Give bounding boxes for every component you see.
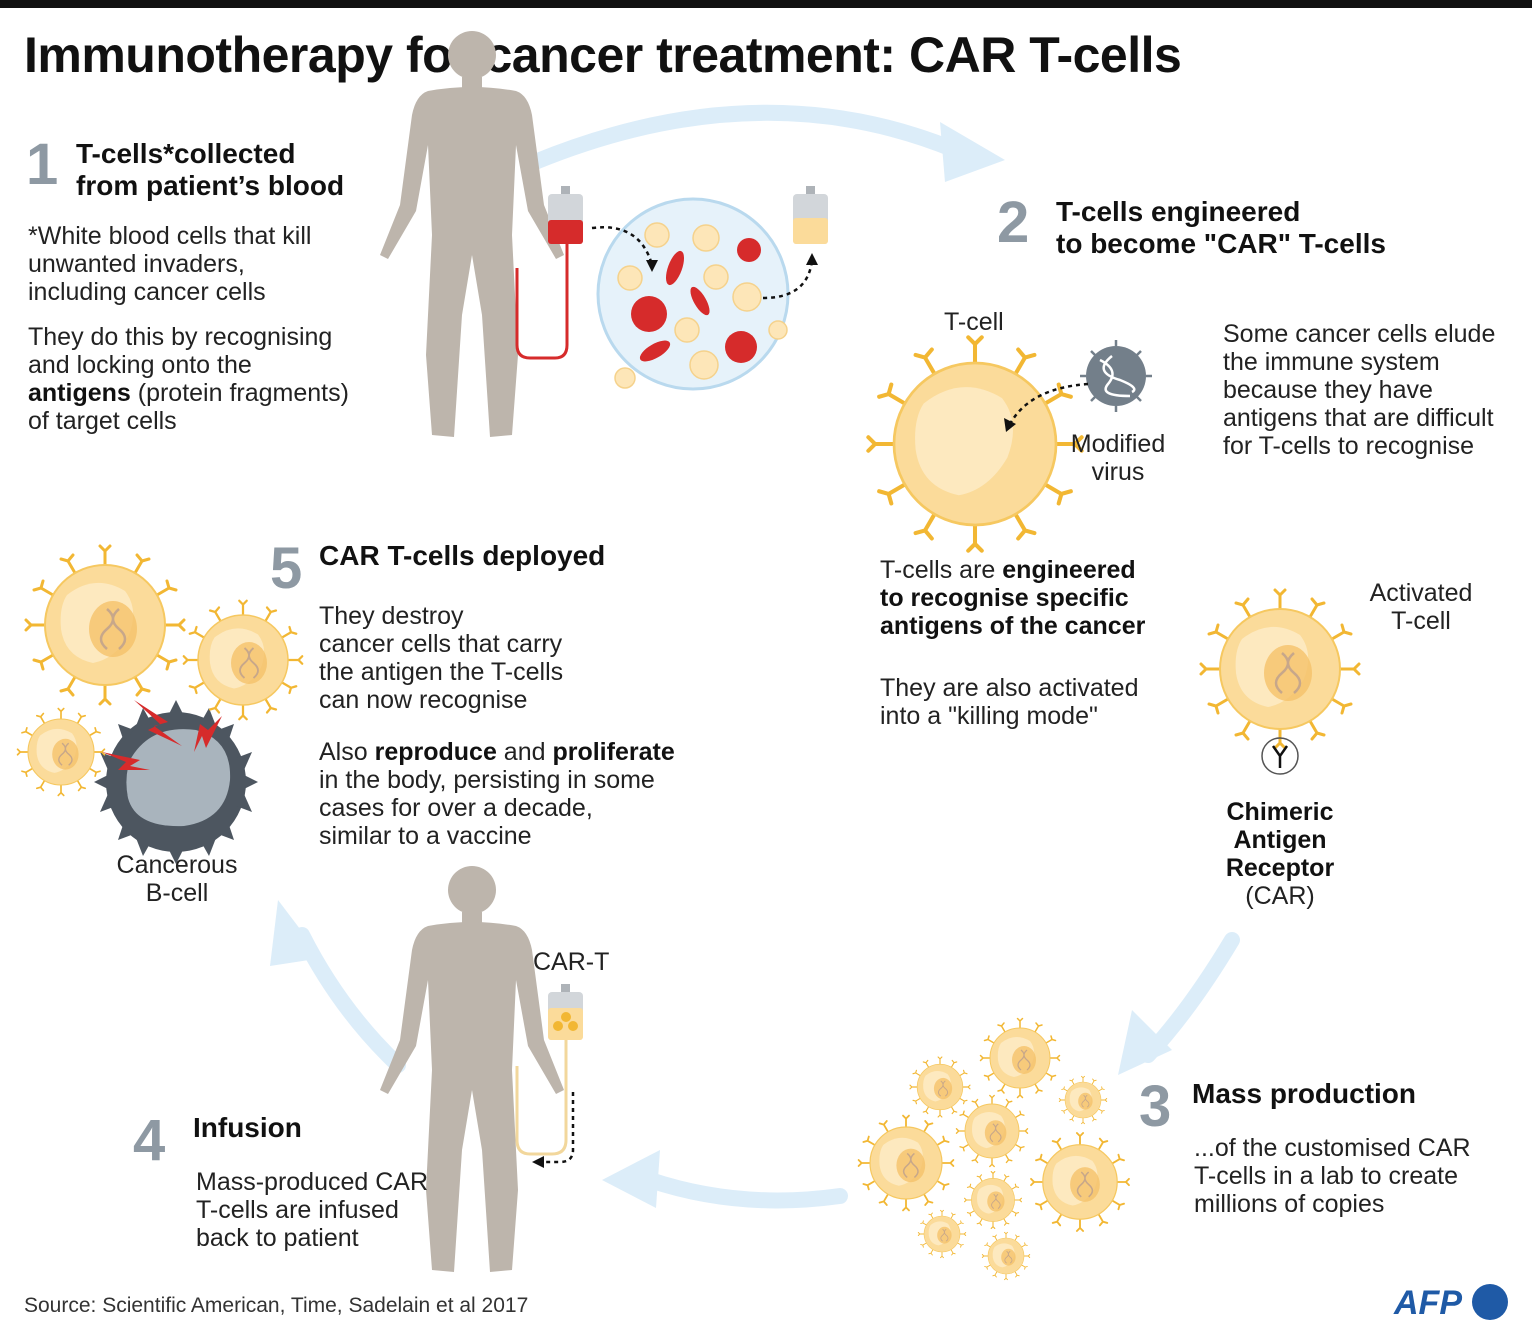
cancerous-b-cell [94,700,258,864]
car-label: Chimeric Antigen Receptor (CAR) [1200,798,1360,910]
source-credit: Source: Scientific American, Time, Sadel… [24,1294,529,1317]
bold-span: antigens of the cancer [880,612,1146,640]
step-3-number: 3 [1139,1074,1172,1139]
tcell-large [868,337,1081,550]
text-line: in the body, persisting in some [319,766,655,794]
text-span: (protein fragments) [130,379,349,407]
tcell-label: T-cell [944,308,1004,336]
text-line: cancer cells that carry [319,630,563,658]
top-rule [0,0,1532,8]
bold-span: engineered [1002,556,1136,584]
text-line: similar to a vaccine [319,822,532,850]
afp-logo-dot [1472,1284,1508,1320]
step-1-footnote: *White blood cells that kill unwanted in… [28,222,311,306]
step-2-engineered-text: T-cells are engineered to recognise spec… [880,556,1145,640]
car-tcell-3 [18,709,105,796]
label-line: Activated [1369,579,1473,607]
step-2-side-text: Some cancer cells elude the immune syste… [1223,320,1495,460]
text-line: Mass-produced CAR [196,1168,429,1196]
text-line: ...of the customised CAR [1194,1134,1471,1162]
step-2-heading-line: to become "CAR" T-cells [1056,228,1386,259]
step-2-activated-text: They are also activated into a "killing … [880,674,1138,730]
text-line: and locking onto the [28,351,252,379]
text-line: back to patient [196,1224,359,1252]
car-tcell-1 [26,546,184,704]
label-line: Receptor [1225,854,1335,882]
step-5-text-2: Also reproduce and proliferate in the bo… [319,738,675,850]
step-3-text: ...of the customised CAR T-cells in a la… [1194,1134,1471,1218]
text-line: the immune system [1223,348,1440,376]
text-line: the antigen the T-cells [319,658,564,686]
text-line: They destroy [319,602,464,630]
afp-logo: AFP [1394,1284,1462,1322]
footnote-line: unwanted invaders, [28,250,245,278]
bold-span: to recognise specific [880,584,1129,612]
text-span: Also [319,738,375,766]
step-1-heading-line: from patient’s blood [76,170,345,201]
label-line: Antigen [1233,826,1327,854]
footnote-line: including cancer cells [28,278,266,306]
text-line: because they have [1223,376,1433,404]
text-line: to recognise specific [880,584,1145,612]
step-2-number: 2 [997,190,1030,255]
step-4-text: Mass-produced CAR T-cells are infused ba… [196,1168,428,1252]
virus-label: Modified virus [1068,430,1168,486]
text-line: into a "killing mode" [880,702,1098,730]
step-1-heading-line: T-cells*collected [76,138,296,169]
text-line: Also reproduce and proliferate [319,738,675,766]
text-line: can now recognise [319,686,528,714]
text-line: antigens of the cancer [880,612,1145,640]
step-4-heading: Infusion [193,1112,302,1143]
bold-span: proliferate [552,738,675,766]
text-line: antigens (protein fragments) [28,379,349,407]
text-line: They do this by recognising [28,323,333,351]
text-span: T-cells are [880,556,1003,584]
attack-bolts [102,700,222,770]
footnote-line: *White blood cells that kill [28,222,312,250]
bold-span: reproduce [374,738,497,766]
activated-tcell-label: Activated T-cell [1360,579,1482,635]
label-line: Modified [1070,430,1166,458]
text-line: cases for over a decade, [319,794,593,822]
step-1-number: 1 [26,132,59,197]
cancerous-bcell-label: Cancerous B-cell [100,851,254,907]
step-2-heading-line: T-cells engineered [1056,196,1301,227]
patient-silhouette-1 [380,31,564,437]
step-5-text: They destroy cancer cells that carry the… [319,602,563,714]
text-span: and [496,738,553,766]
label-line: B-cell [145,879,209,907]
step-2-heading: T-cells engineered to become "CAR" T-cel… [1056,196,1386,260]
step-5-number: 5 [270,536,303,601]
text-line: T-cells are infused [196,1196,399,1224]
text-line: T-cells are engineered [880,556,1145,584]
cart-bag-label: CAR-T [533,948,610,976]
text-line: They are also activated [880,674,1139,702]
car-tcell-2 [184,601,303,720]
step-1-heading: T-cells*collected from patient’s blood [76,138,344,202]
text-line: Some cancer cells elude [1223,320,1496,348]
label-line: T-cell [1391,607,1451,635]
text-line: for T-cells to recognise [1223,432,1475,460]
step-5-heading: CAR T-cells deployed [319,540,606,571]
label-line: Cancerous [116,851,238,879]
antigens-bold: antigens [28,379,131,407]
step-1-text: They do this by recognising and locking … [28,323,349,435]
text-line: millions of copies [1194,1190,1385,1218]
text-line: T-cells in a lab to create [1194,1162,1459,1190]
label-line: virus [1091,458,1145,486]
page-title: Immunotherapy for cancer treatment: CAR … [24,27,1182,83]
label-line: (CAR) [1245,882,1315,910]
label-line: Chimeric [1226,798,1334,826]
step-3-heading: Mass production [1192,1078,1417,1109]
text-line: of target cells [28,407,177,435]
activated-tcell [1201,590,1359,748]
step-4-number: 4 [133,1108,166,1173]
text-line: antigens that are difficult [1223,404,1494,432]
mass-produced-cells [859,1019,1129,1280]
